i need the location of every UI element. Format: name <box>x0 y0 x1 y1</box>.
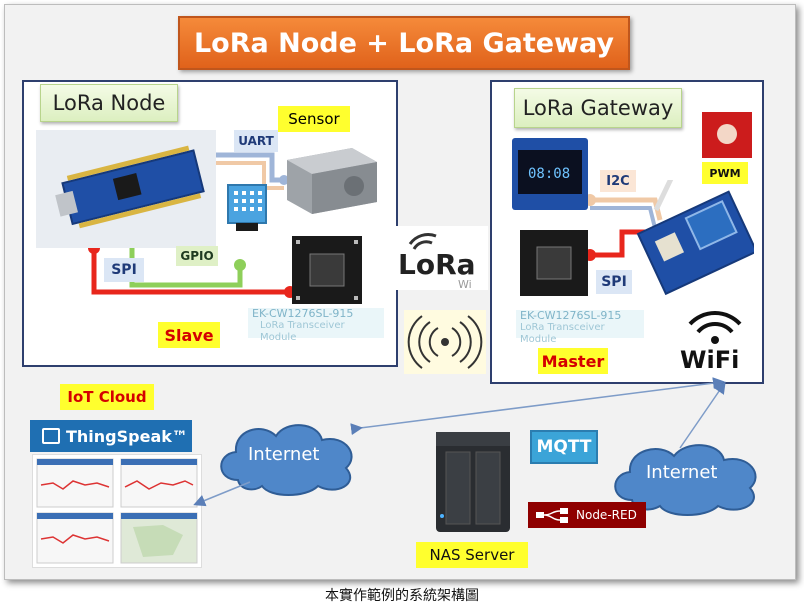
spi-wire <box>91 248 290 295</box>
thingspeak-text: ThingSpeak™ <box>66 426 188 446</box>
figure-caption: 本實作範例的系統架構圖 <box>325 588 479 604</box>
arrow-gateway-to-cloud <box>350 377 725 436</box>
i2c-wire <box>590 197 663 221</box>
arrow-internet-to-thingspeak <box>193 481 251 507</box>
sensor-label: Sensor <box>278 106 350 132</box>
radio-waves-icon <box>404 310 486 374</box>
rgb-led-icon <box>702 112 752 158</box>
lora-logo-sub: Wi <box>458 278 472 290</box>
node-module-desc: LoRa Transceiver Module <box>260 320 345 343</box>
dashboard-panel-3 <box>36 512 114 564</box>
nas-server-label: NAS Server <box>416 542 528 568</box>
gpio-wire <box>129 230 243 288</box>
node-red-icon <box>536 508 568 523</box>
dashboard-map-panel <box>120 512 198 564</box>
lora-node-label: LoRa Node <box>40 84 178 122</box>
gateway-module-desc: LoRa Transceiver Module <box>520 322 605 345</box>
dashboard-panel-2 <box>120 458 198 508</box>
i2c-wire-2 <box>590 206 657 229</box>
thingspeak-dashboard <box>32 454 202 568</box>
node-lora-module-icon <box>292 236 362 304</box>
gateway-module-name: EK-CW1276SL-915 <box>520 309 622 322</box>
node-spi-label: SPI <box>104 258 144 282</box>
node-module-name: EK-CW1276SL-915 <box>252 307 354 320</box>
pwm-label: PWM <box>702 162 748 184</box>
gateway-lora-module-icon <box>520 230 588 296</box>
dashboard-panel-1 <box>36 458 114 508</box>
lora-gateway-label: LoRa Gateway <box>514 88 682 128</box>
uart-wire-end <box>279 175 289 185</box>
arduino-nano-board <box>36 130 216 248</box>
mqtt-badge: MQTT <box>530 430 598 464</box>
diagram-title: LoRa Node + LoRa Gateway <box>178 16 630 70</box>
node-red-text: Node-RED <box>576 508 637 522</box>
lora-logo: LoRa Wi <box>396 226 488 291</box>
gpio-label: GPIO <box>176 246 218 266</box>
oled-display-icon: 08:08 <box>512 138 588 210</box>
oled-time: 08:08 <box>528 166 570 182</box>
wifi-icon: WiFi <box>672 300 758 374</box>
dht-sensor-icon <box>226 183 268 231</box>
esp-gateway-board-icon <box>636 158 758 302</box>
thingspeak-logo: ThingSpeak™ <box>30 420 192 452</box>
i2c-label: I2C <box>600 170 636 192</box>
iot-cloud-label: IoT Cloud <box>60 384 154 410</box>
wifi-text: WiFi <box>680 346 739 372</box>
gpio-wire-end <box>234 259 246 271</box>
internet-right-text: Internet <box>646 462 717 483</box>
lora-logo-text: LoRa <box>398 248 476 281</box>
chat-bubble-icon <box>42 428 60 444</box>
internet-cloud-left: Internet <box>220 424 353 496</box>
internet-cloud-right: Internet <box>614 444 757 516</box>
uart-wire-2 <box>204 161 284 190</box>
gateway-module-caption-box: EK-CW1276SL-915 LoRa Transceiver Module <box>516 309 644 345</box>
node-wiring <box>88 152 296 298</box>
internet-left-text: Internet <box>248 444 319 465</box>
slave-label: Slave <box>158 322 220 348</box>
pm-sensor-icon <box>282 140 382 218</box>
uart-label: UART <box>234 130 278 152</box>
node-module-caption-box: EK-CW1276SL-915 LoRa Transceiver Module <box>248 307 384 343</box>
node-red-logo: Node-RED <box>528 502 646 528</box>
arrow-internet-to-gateway <box>679 381 726 449</box>
gateway-spi-label: SPI <box>596 270 632 294</box>
uart-wire <box>204 152 284 183</box>
nas-server-icon <box>432 426 514 536</box>
master-label: Master <box>538 348 608 374</box>
